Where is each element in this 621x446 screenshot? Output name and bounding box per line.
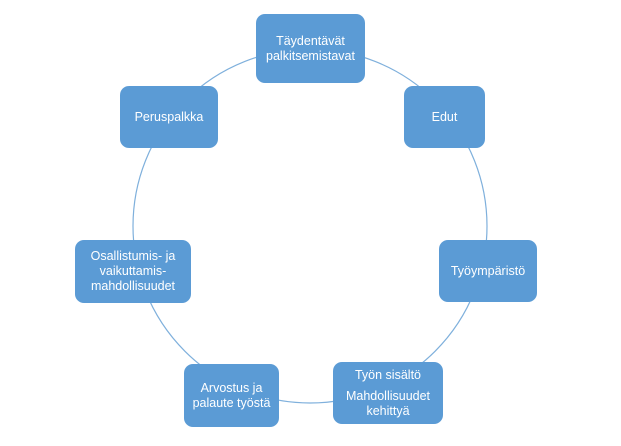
node-label-line: Peruspalkka [134, 109, 204, 124]
node-label-line: Täydentävät [276, 33, 345, 48]
node-label-line: Mahdollisuudet [345, 388, 431, 403]
node-arvostus-ja-palaute: Arvostus ja palaute työstä [184, 364, 279, 427]
node-label-line: Osallistumis- ja [90, 249, 176, 263]
node-taydentavat-palkitsemistavat: Täydentävät palkitsemistavat [256, 14, 365, 83]
node-tyoymparisto: Työympäristö [439, 240, 537, 302]
node-label-line: palaute työstä [192, 395, 271, 410]
node-label-line: Työn sisältö [354, 367, 421, 382]
node-osallistumis-ja-vaikuttamismahdollisuudet: Osallistumis- ja vaikuttamis- mahdollisu… [75, 240, 191, 303]
node-edut: Edut [404, 86, 485, 148]
node-label-line: vaikuttamis- [99, 264, 167, 278]
node-peruspalkka: Peruspalkka [120, 86, 218, 148]
node-tyon-sisalto: Työn sisältö Mahdollisuudet kehittyä [333, 362, 443, 424]
node-label-line: Työympäristö [450, 263, 526, 278]
node-label-line: mahdollisuudet [90, 279, 176, 293]
node-label-line: Arvostus ja [200, 380, 263, 395]
node-label-line: Edut [431, 109, 458, 124]
node-label-line: kehittyä [366, 403, 410, 418]
node-label-line: palkitsemistavat [266, 48, 355, 63]
